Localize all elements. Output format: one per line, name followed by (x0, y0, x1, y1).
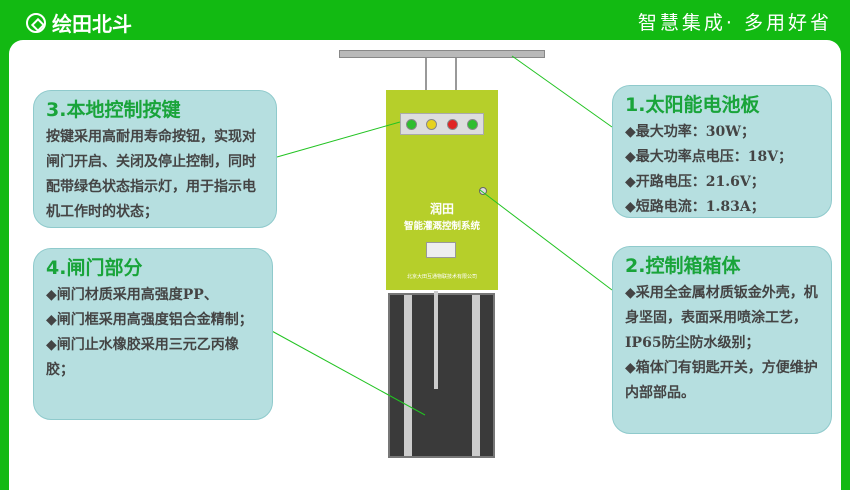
indicator-light (426, 118, 438, 130)
callout-solar: 1.太阳能电池板 ◆最大功率：30W； ◆最大功率点电压：18V； ◆开路电压：… (612, 85, 832, 218)
indicator-light (405, 118, 417, 130)
device-company: 北京大田互通物联技术有限公司 (406, 274, 477, 280)
button-panel (400, 113, 484, 135)
callout-text: ◆最大功率：30W； ◆最大功率点电压：18V； ◆开路电压：21.6V； ◆短… (625, 124, 793, 215)
gate-rod (434, 291, 438, 389)
callout-cabinet: 2.控制箱箱体 ◆采用全金属材质钣金外壳，机身坚固，表面采用喷涂工艺，IP65防… (612, 246, 832, 434)
gate-image (388, 291, 495, 458)
gate-rail (404, 295, 412, 456)
callout-gate: 4.闸门部分 ◆闸门材质采用高强度PP、 ◆闸门框采用高强度铝合金精制； ◆闸门… (33, 248, 273, 420)
callout-title: 1.太阳能电池板 (625, 94, 760, 116)
device-brand: 润田 (429, 202, 454, 216)
key-lock-icon (479, 187, 487, 195)
callout-local-buttons: 3.本地控制按键 按键采用高耐用寿命按钮，实现对闸门开启、关闭及停止控制，同时配… (33, 90, 277, 228)
bracket (425, 58, 427, 90)
callout-text: ◆采用全金属材质钣金外壳，机身坚固，表面采用喷涂工艺，IP65防尘防水级别； ◆… (625, 285, 818, 401)
gate-rail (472, 295, 480, 456)
brand-logo: 绘田北斗 (26, 8, 132, 37)
callout-title: 4.闸门部分 (46, 257, 143, 279)
callout-title: 2.控制箱箱体 (625, 255, 741, 277)
nameplate (426, 242, 456, 258)
control-cabinet-image: 润田 智能灌溉控制系统 北京大田互通物联技术有限公司 (386, 90, 498, 290)
device-system-name: 智能灌溉控制系统 (403, 221, 480, 232)
callout-text: 按键采用高耐用寿命按钮，实现对闸门开启、关闭及停止控制，同时配带绿色状态指示灯，… (46, 129, 256, 220)
callout-text: ◆闸门材质采用高强度PP、 ◆闸门框采用高强度铝合金精制； ◆闸门止水橡胶采用三… (46, 287, 253, 378)
bracket (455, 58, 457, 90)
solar-panel-image (339, 50, 545, 58)
indicator-light (446, 118, 458, 130)
brand-name: 绘田北斗 (52, 12, 132, 36)
logo-icon (26, 12, 46, 33)
indicator-light (467, 118, 479, 130)
header-bar: 绘田北斗 智慧集成· 多用好省 (0, 0, 850, 40)
callout-title: 3.本地控制按键 (46, 99, 181, 121)
slogan: 智慧集成· 多用好省 (637, 12, 832, 34)
